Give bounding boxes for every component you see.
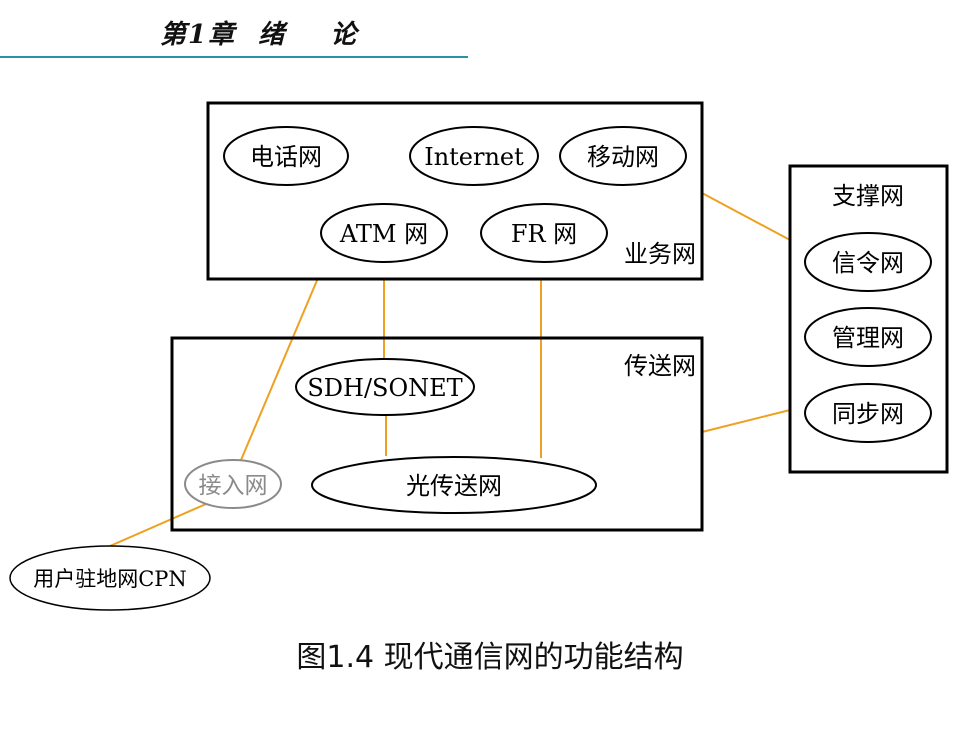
customer-premises-network-label: 用户驻地网CPN — [33, 567, 187, 591]
sdh-sonet-node — [295, 358, 475, 416]
service-network-box — [206, 101, 704, 281]
optical-transport-node — [311, 456, 597, 514]
mobile-network-node — [559, 126, 687, 186]
link-service-access — [240, 277, 319, 461]
synchronization-network-label: 同步网 — [832, 400, 904, 428]
sdh-sonet-label: SDH/SONET — [307, 374, 462, 402]
telephone-network-node — [223, 126, 349, 186]
link-transport-support — [701, 409, 791, 433]
fr-network-label: FR 网 — [511, 220, 577, 248]
support-network-title: 支撑网 — [832, 182, 904, 210]
signaling-network-label: 信令网 — [832, 249, 904, 277]
transport-network-box — [170, 336, 704, 532]
transport-network-title: 传送网 — [624, 352, 696, 380]
atm-network-node — [320, 203, 448, 263]
management-network-label: 管理网 — [832, 324, 904, 352]
service-network-title: 业务网 — [624, 240, 696, 268]
header-rule — [0, 56, 468, 58]
mobile-network-label: 移动网 — [587, 143, 659, 171]
internet-node — [409, 126, 539, 186]
link-service-support — [701, 192, 791, 241]
synchronization-network-node — [804, 383, 932, 443]
access-network-node — [184, 459, 282, 509]
figure-caption: 图1.4 现代通信网的功能结构 — [296, 640, 684, 675]
telephone-network-label: 电话网 — [250, 143, 322, 171]
fr-network-node — [480, 203, 608, 263]
management-network-node — [804, 307, 932, 367]
support-network-box — [788, 164, 949, 474]
link-access-cpn — [109, 496, 223, 547]
optical-transport-label: 光传送网 — [406, 472, 502, 500]
chapter-title: 第1章 绪 论 — [160, 20, 359, 50]
atm-network-label: ATM 网 — [339, 220, 428, 248]
access-network-label: 接入网 — [199, 473, 268, 499]
internet-label: Internet — [424, 143, 524, 171]
customer-premises-network-node — [9, 545, 211, 611]
signaling-network-node — [804, 232, 932, 292]
